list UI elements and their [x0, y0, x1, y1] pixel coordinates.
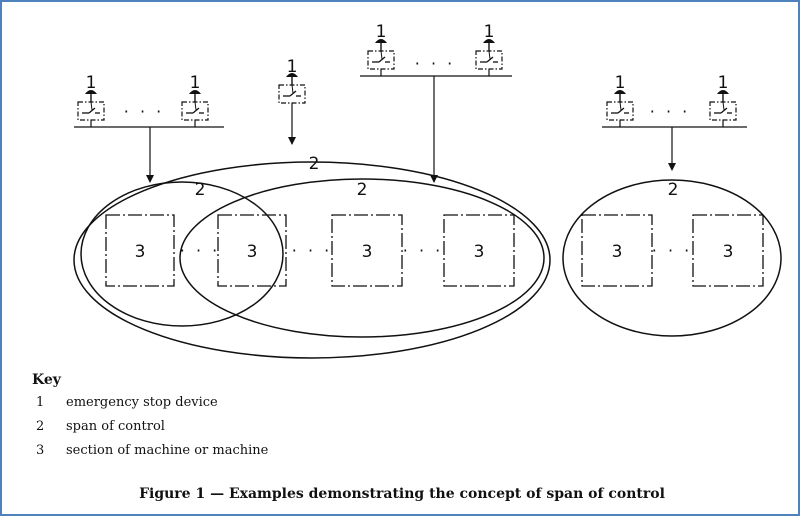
device-number-label: 1 — [190, 73, 201, 93]
device-number-label: 1 — [484, 22, 495, 42]
span-number-label: 2 — [357, 180, 368, 200]
machine-section: 3 — [105, 214, 175, 287]
section-number-label: 3 — [474, 242, 485, 262]
span-number-label: 2 — [668, 180, 679, 200]
machine-section: 3 — [217, 214, 287, 287]
key-item: 2 span of control — [36, 419, 165, 434]
ellipsis: · · · — [292, 241, 332, 260]
ellipsis: · · · — [652, 241, 692, 260]
section-number-label: 3 — [362, 242, 373, 262]
estop-device: 1 — [181, 73, 209, 128]
section-number-label: 3 — [612, 242, 623, 262]
ellipsis: · · · — [415, 54, 455, 73]
span-number-label: 2 — [309, 154, 320, 174]
device-number-label: 1 — [287, 57, 298, 77]
span-of-control-left — [80, 181, 284, 327]
span-of-control-outer — [73, 161, 551, 359]
device-number-label: 1 — [718, 73, 729, 93]
ellipsis: · · · — [180, 241, 220, 260]
figure-caption: Figure 1 — Examples demonstrating the co… — [139, 486, 665, 502]
key-item-text: emergency stop device — [66, 395, 218, 410]
estop-device: 1 — [709, 73, 737, 128]
machine-section: 3 — [581, 214, 653, 287]
key-item-text: section of machine or machine — [66, 443, 269, 458]
span-number-label: 2 — [195, 180, 206, 200]
section-number-label: 3 — [135, 242, 146, 262]
key-item-number: 1 — [36, 395, 45, 410]
ellipsis: · · · — [124, 102, 164, 121]
section-number-label: 3 — [723, 242, 734, 262]
span-of-control-separate — [562, 179, 782, 337]
device-number-label: 1 — [86, 73, 97, 93]
machine-section: 3 — [692, 214, 764, 287]
estop-device: 1 — [278, 57, 306, 111]
device-number-label: 1 — [615, 73, 626, 93]
key-item-text: span of control — [66, 419, 165, 434]
estop-device: 1 — [77, 73, 105, 128]
device-number-label: 1 — [376, 22, 387, 42]
machine-section: 3 — [331, 214, 403, 287]
span-of-control-diagram: 1 · · · 1 1 1 · · · 1 1 · · · 1 2 2 2 — [73, 22, 782, 359]
ellipsis: · · · — [403, 241, 443, 260]
key-item-number: 3 — [36, 443, 45, 458]
key-item-number: 2 — [36, 419, 45, 434]
ellipsis: · · · — [650, 102, 690, 121]
key-item: 3 section of machine or machine — [36, 443, 268, 458]
section-number-label: 3 — [247, 242, 258, 262]
key-title: Key — [32, 372, 61, 388]
machine-section: 3 — [443, 214, 515, 287]
estop-device: 1 — [475, 22, 503, 77]
estop-device: 1 — [606, 73, 634, 128]
span-of-control-right — [179, 178, 545, 338]
estop-device: 1 — [367, 22, 395, 77]
key-item: 1 emergency stop device — [36, 395, 218, 410]
